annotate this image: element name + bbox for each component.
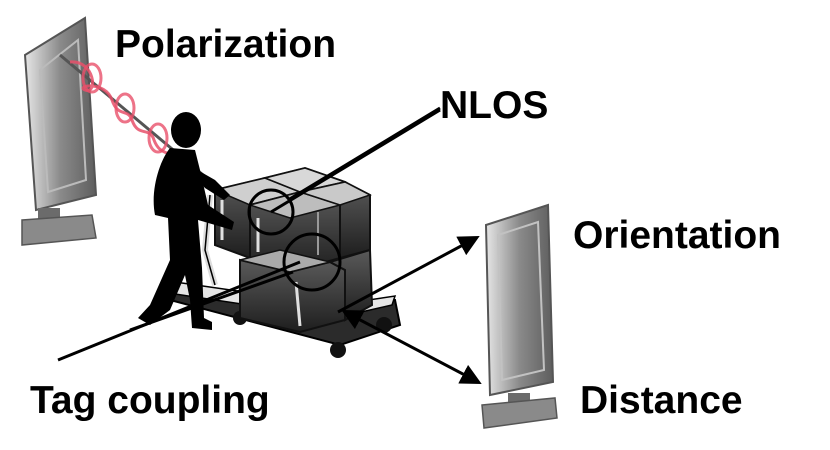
cart-wheel	[330, 342, 346, 358]
right-antenna-panel	[484, 203, 555, 397]
label-polarization: Polarization	[115, 23, 337, 66]
person-body	[138, 148, 234, 330]
right-antenna-base	[481, 397, 558, 429]
tag-coupling-circle	[282, 232, 342, 292]
tag-coupling-annotation	[57, 232, 342, 362]
left-antenna-base	[21, 214, 97, 246]
label-tag-coupling: Tag coupling	[30, 379, 270, 422]
nlos-circle	[247, 188, 295, 236]
left-antenna-panel	[23, 16, 98, 212]
distance-arrow	[341, 310, 482, 384]
orientation-arrow	[337, 236, 480, 314]
right-antenna	[481, 203, 558, 429]
person-head	[171, 112, 201, 148]
person-silhouette	[138, 112, 234, 330]
nlos-annotation	[247, 106, 441, 236]
label-distance: Distance	[580, 379, 743, 422]
label-nlos: NLOS	[440, 84, 549, 127]
label-orientation: Orientation	[573, 214, 782, 257]
left-antenna	[21, 16, 98, 246]
